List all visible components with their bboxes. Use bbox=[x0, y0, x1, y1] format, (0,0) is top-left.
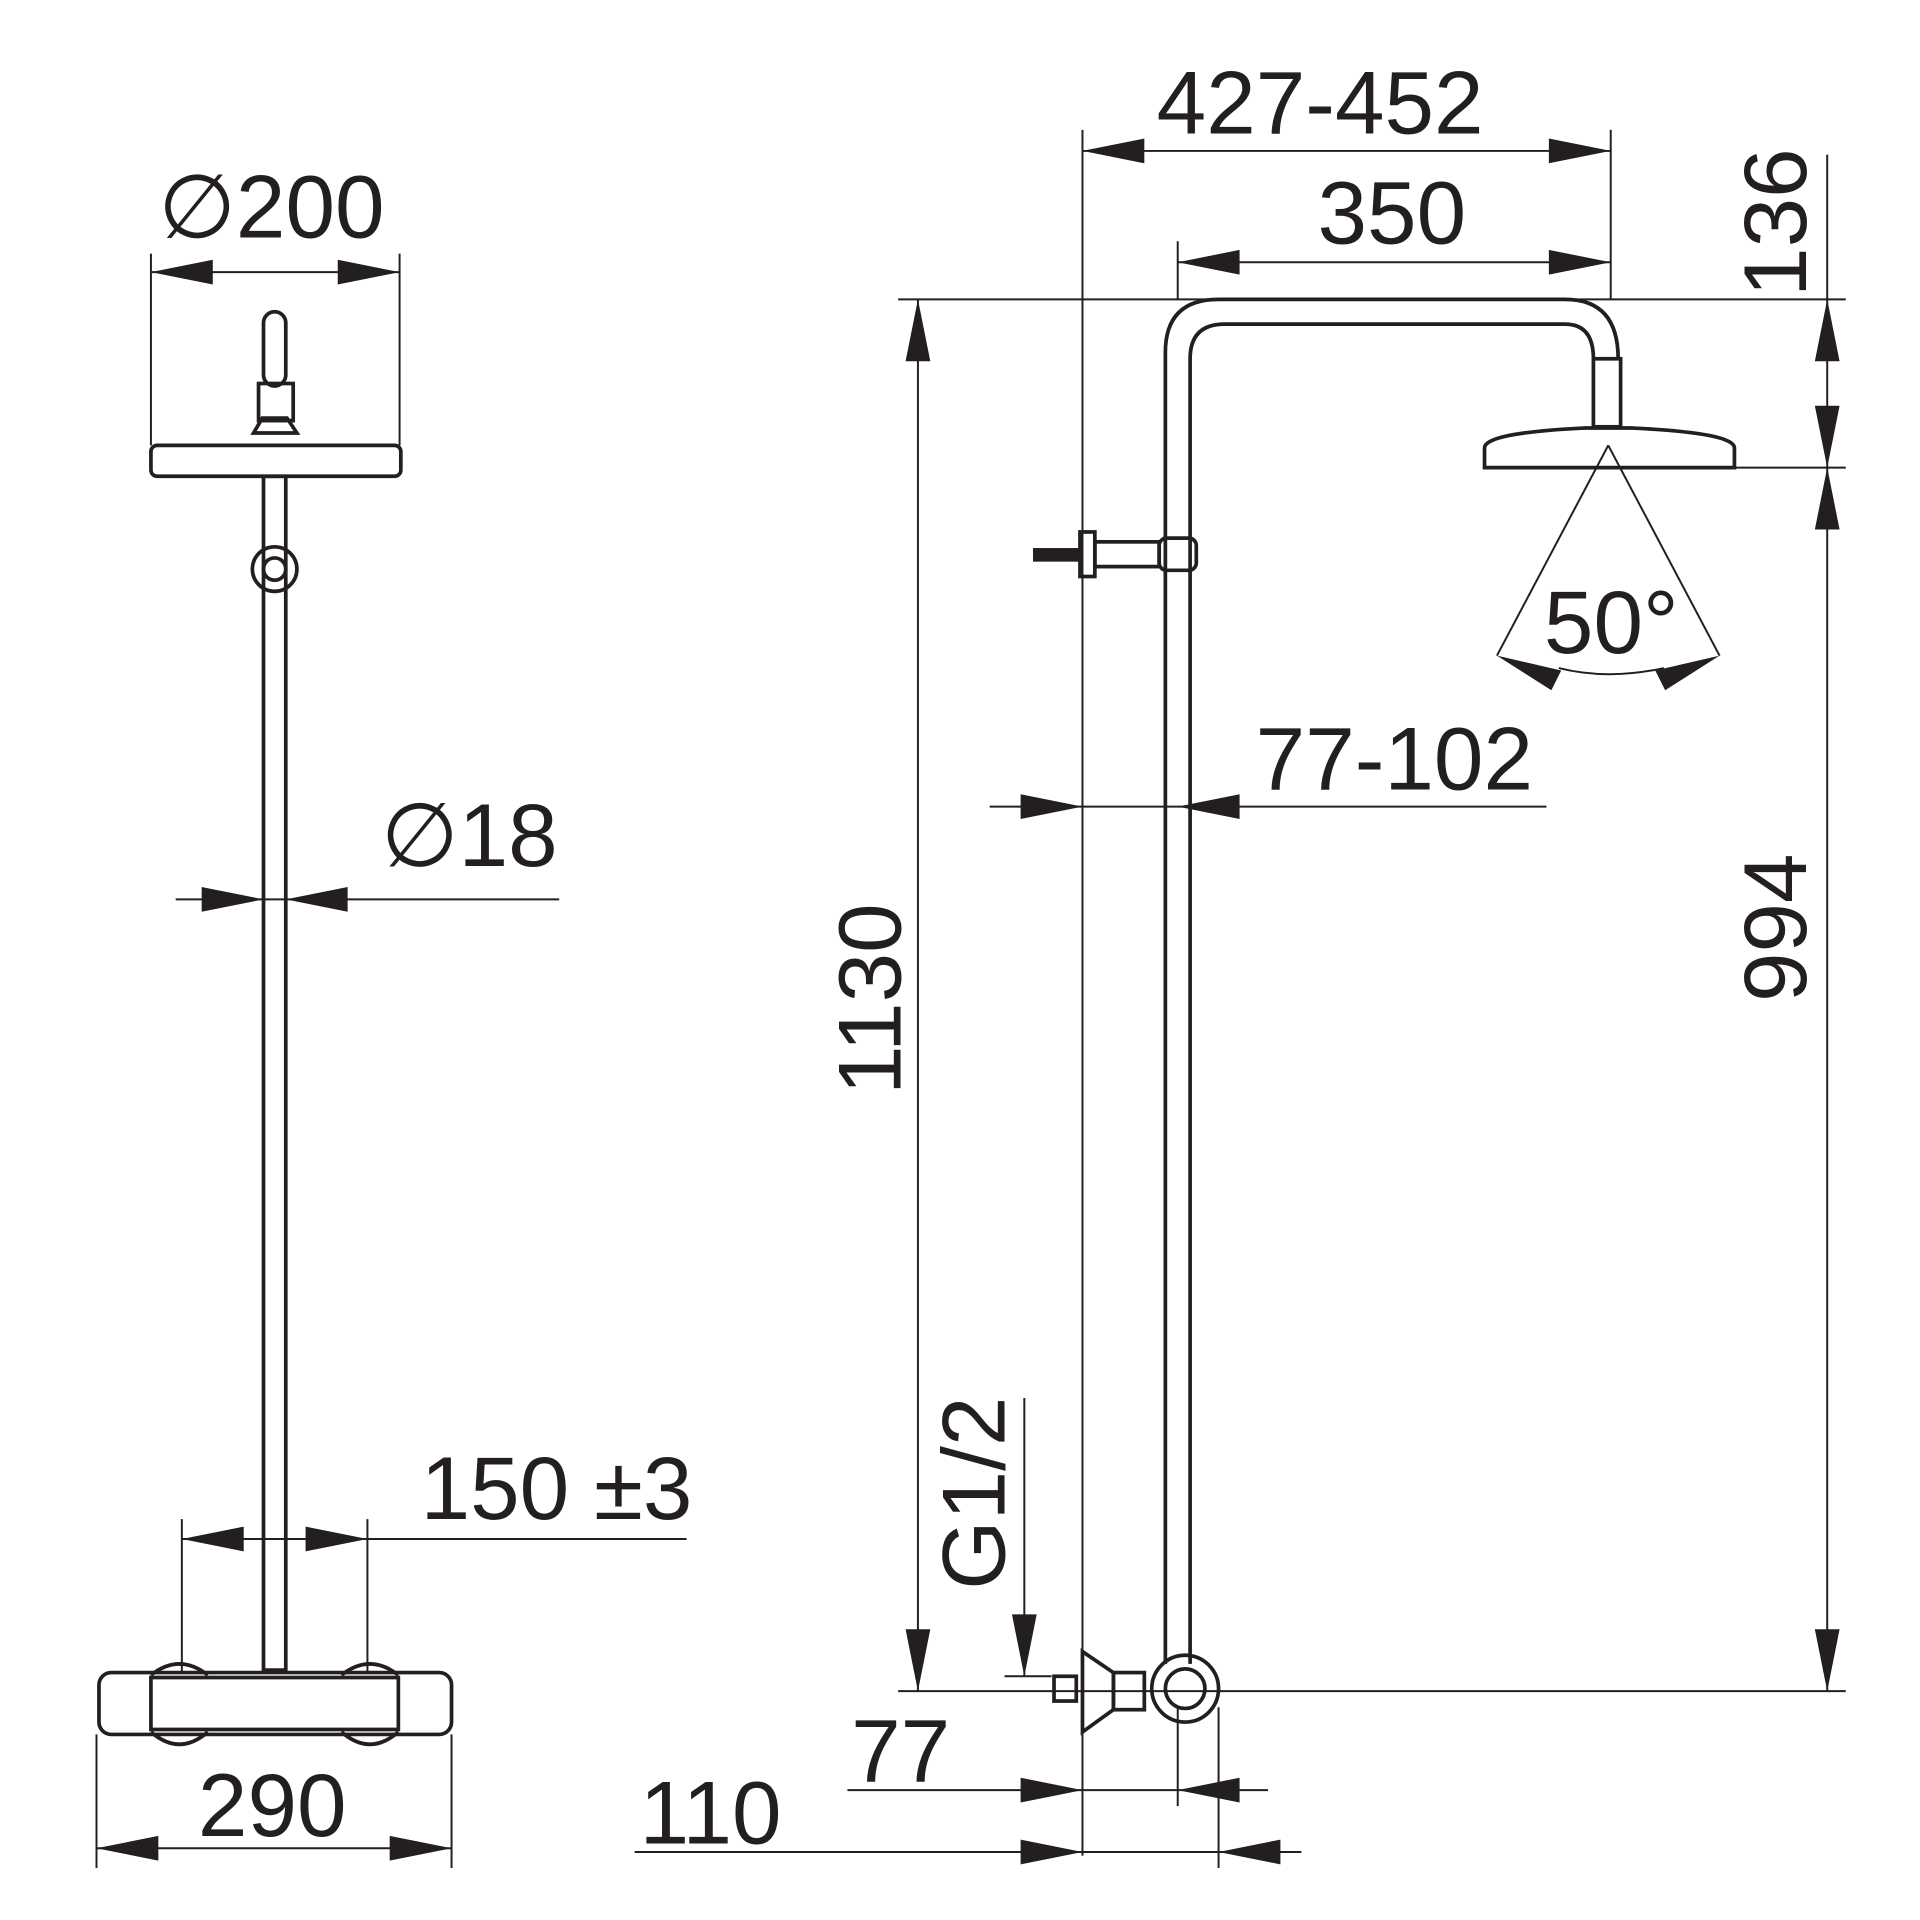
arm-joint-front bbox=[256, 381, 296, 423]
holder-ring bbox=[250, 544, 299, 594]
thermostat-center bbox=[149, 1675, 401, 1732]
front-view: ∅200 ∅18 150 ±3 290 bbox=[95, 157, 693, 1869]
dim-total-height: 1130 bbox=[820, 903, 920, 1095]
arm-joint-side bbox=[1591, 356, 1623, 429]
dim-head-diameter: ∅200 bbox=[158, 157, 384, 257]
wall-bracket bbox=[1032, 530, 1199, 579]
dim-wall-bracket: 77-102 bbox=[1256, 708, 1533, 808]
dim-arm-length: 350 bbox=[1318, 163, 1467, 263]
riser-outer bbox=[1163, 297, 1620, 1664]
dim-pipe-diameter: ∅18 bbox=[381, 785, 558, 885]
dim-body-width: 290 bbox=[198, 1755, 347, 1855]
dim-offset-110: 110 bbox=[640, 1762, 782, 1862]
dim-spray-angle: 50° bbox=[1544, 572, 1679, 672]
head-cap bbox=[250, 416, 301, 435]
riser-pipe-front bbox=[261, 474, 288, 1672]
shower-arm-front bbox=[261, 309, 288, 388]
dim-thread: G1/2 bbox=[924, 1397, 1024, 1590]
dim-head-drop: 136 bbox=[1725, 148, 1825, 297]
dim-head-height: 994 bbox=[1725, 853, 1825, 1002]
dim-offset-77: 77 bbox=[851, 1700, 950, 1800]
dim-arm-outer: 427-452 bbox=[1157, 53, 1484, 153]
riser-inner bbox=[1188, 322, 1596, 1664]
side-view: 50° bbox=[634, 53, 1846, 1869]
dim-inlet-spacing: 150 ±3 bbox=[421, 1438, 693, 1538]
shower-head-side bbox=[1482, 426, 1737, 470]
shower-head-front bbox=[149, 443, 403, 479]
thermostat-body bbox=[97, 1670, 454, 1737]
